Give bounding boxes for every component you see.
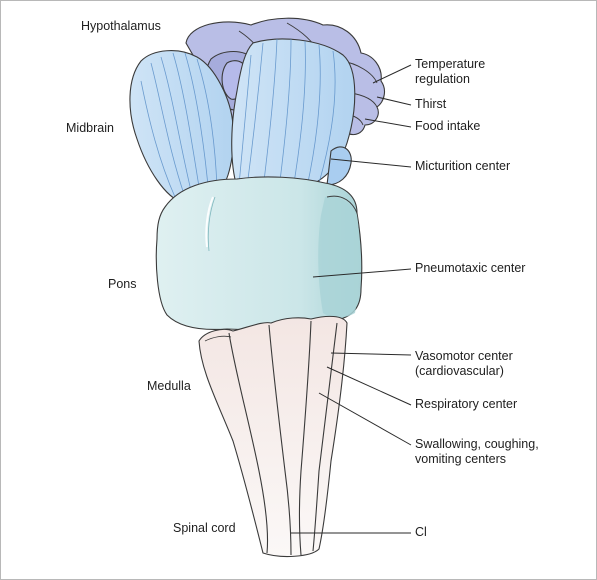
pneumotaxic-center-label: Pneumotaxic center [415, 261, 526, 275]
vasomotor-line2: (cardiovascular) [415, 364, 504, 378]
temperature-line2: regulation [415, 72, 470, 86]
pons-label: Pons [108, 277, 137, 291]
c1-label: Cl [415, 525, 427, 539]
spinal-cord-label: Spinal cord [173, 521, 236, 535]
medulla-label: Medulla [147, 379, 191, 393]
midbrain-region [129, 38, 356, 204]
medulla-region [198, 315, 348, 558]
leader-lines [291, 64, 412, 534]
temperature-line1: Temperature [415, 57, 486, 71]
thirst-label: Thirst [415, 97, 447, 111]
vasomotor-center-label: Vasomotor center (cardiovascular) [415, 349, 513, 379]
midbrain-label: Midbrain [66, 121, 114, 135]
pons-region [155, 176, 363, 331]
swallowing-line1: Swallowing, coughing, [415, 437, 539, 451]
swallowing-centers-label: Swallowing, coughing, vomiting centers [415, 437, 539, 467]
vasomotor-line1: Vasomotor center [415, 349, 513, 363]
food-intake-label: Food intake [415, 119, 481, 133]
hypothalamus-label: Hypothalamus [81, 19, 161, 33]
temperature-regulation-label: Temperature regulation [415, 57, 485, 87]
respiratory-center-label: Respiratory center [415, 397, 518, 411]
swallowing-line2: vomiting centers [415, 452, 507, 466]
micturition-center-label: Micturition center [415, 159, 511, 173]
